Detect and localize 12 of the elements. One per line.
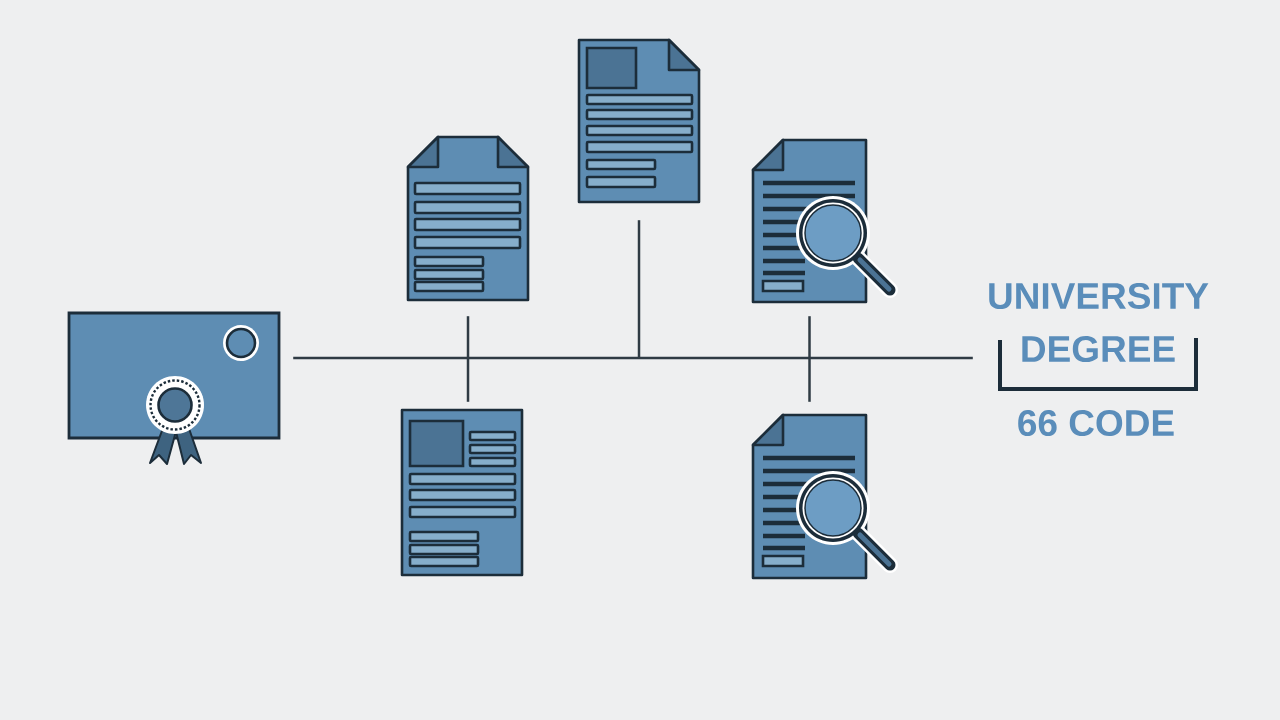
connector-line xyxy=(808,316,811,402)
code-label: 66 CODE xyxy=(1018,409,1174,437)
document-magnifier-icon xyxy=(751,138,898,304)
heading-label: UNIVERSITY DEGREE xyxy=(989,282,1209,363)
document-icon xyxy=(400,408,524,577)
connector-line xyxy=(293,356,973,360)
document-icon xyxy=(577,38,701,204)
connector-line xyxy=(466,316,470,402)
document-icon xyxy=(406,135,530,302)
connector-line xyxy=(637,220,641,358)
certificate-icon xyxy=(67,311,281,465)
document-magnifier-icon xyxy=(751,413,898,580)
